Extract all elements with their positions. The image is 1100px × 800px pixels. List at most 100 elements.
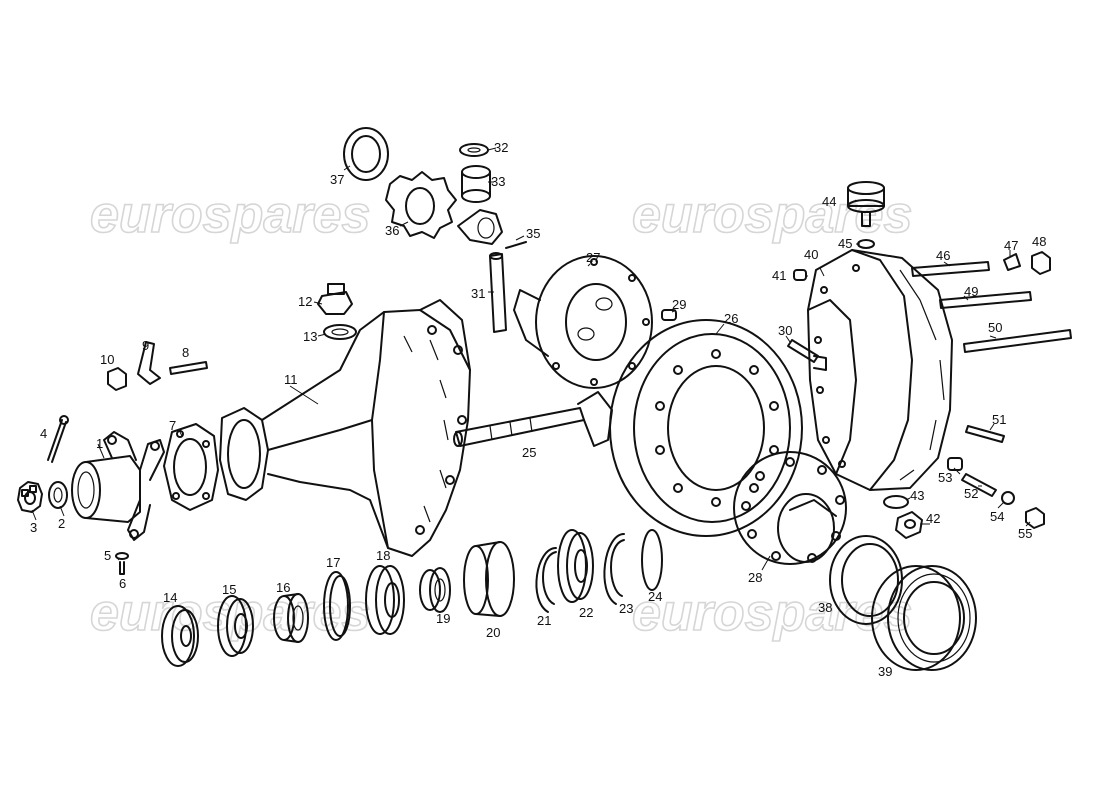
seal-drawing [343,127,389,181]
part-label-42: 42 [926,511,940,526]
part-drawings [17,127,1072,671]
circlip-21-drawing [535,547,557,613]
tab-washer-drawing [137,341,161,385]
part-label-39: 39 [878,664,892,679]
part-label-17: 17 [326,555,340,570]
nut-drawing [107,367,127,391]
part-label-28: 28 [748,570,762,585]
race-19-drawing [419,567,451,613]
stud-46-drawing [911,261,990,277]
small-bush-drawing [793,269,807,281]
stud-50-drawing [963,329,1072,353]
watermark: eurospares [90,186,370,244]
part-label-55: 55 [1018,526,1032,541]
part-label-5: 5 [104,548,111,563]
part-label-4: 4 [40,426,47,441]
part-label-31: 31 [471,286,485,301]
shim-drawing [641,529,663,591]
part-label-9: 9 [142,338,149,353]
washer-54-drawing [1001,491,1015,505]
drain-plug-drawing [895,511,923,539]
part-label-49: 49 [964,284,978,299]
part-label-43: 43 [910,488,924,503]
bolt-30-drawing [787,339,827,371]
ring-17-drawing [323,571,351,641]
split-pin-drawing [47,419,67,463]
nut-55-drawing [1025,507,1045,529]
ring-gear-drawing [609,319,803,537]
drain-washer-drawing [883,495,909,509]
stud-49-drawing [939,291,1032,309]
part-label-12: 12 [298,294,312,309]
part-labels: 1 2 3 4 5 6 7 8 9 10 11 12 13 14 15 16 1… [30,140,1046,679]
axle-housing-drawing [219,299,471,557]
bearing-18-drawing [365,565,405,635]
part-label-47: 47 [1004,238,1018,253]
watermark: eurospares [632,584,912,642]
part-label-2: 2 [58,516,65,531]
part-label-8: 8 [182,345,189,360]
part-label-25: 25 [522,445,536,460]
hub-arm-drawing [71,431,165,541]
part-label-21: 21 [537,613,551,628]
bearing-22-drawing [557,529,594,603]
plug-washer-drawing [323,324,357,340]
part-label-41: 41 [772,268,786,283]
stud-drawing [169,361,208,375]
washer-drawing [48,481,68,509]
part-label-36: 36 [385,223,399,238]
differential-carrier-cover-drawing [807,249,953,491]
part-label-33: 33 [491,174,505,189]
part-label-11: 11 [284,372,298,387]
sleeve-drawing [273,593,309,643]
part-label-40: 40 [804,247,818,262]
circlip-23-drawing [603,533,625,605]
part-label-22: 22 [579,605,593,620]
part-label-10: 10 [100,352,114,367]
bearing-15-drawing [217,595,254,657]
part-label-45: 45 [838,236,852,251]
part-label-27: 27 [586,250,600,265]
part-label-6: 6 [119,576,126,591]
part-label-37: 37 [330,172,344,187]
small-washer-drawing [115,552,129,560]
flange-gasket-drawing [163,423,219,511]
pinion-shaft-drawing [453,391,613,447]
carrier-flange-drawing [733,451,847,565]
part-label-20: 20 [486,625,500,640]
part-label-38: 38 [818,600,832,615]
part-label-3: 3 [30,520,37,535]
castle-nut-drawing [17,481,43,513]
differential-case-drawing [513,255,653,389]
part-label-24: 24 [648,589,662,604]
cup-20-drawing [463,541,515,617]
part-label-14: 14 [163,590,177,605]
part-label-32: 32 [494,140,508,155]
breather-drawing [847,181,885,227]
filler-plug-drawing [317,283,353,315]
thrust-washer-drawing [459,143,489,157]
part-label-53: 53 [938,470,952,485]
nut-48-drawing [1031,251,1051,275]
part-label-54: 54 [990,509,1004,524]
leader-lines [31,147,1031,571]
watermark: eurospares [632,186,912,244]
pin-51-drawing [965,425,1005,443]
part-label-18: 18 [376,548,390,563]
pin-52-drawing [961,473,997,497]
part-label-48: 48 [1032,234,1046,249]
small-screw-drawing [119,561,125,575]
part-label-23: 23 [619,601,633,616]
dowel-pin-drawing [661,309,677,321]
lock-pin-drawing [505,241,527,249]
part-label-7: 7 [169,418,176,433]
bevel-gears-drawing [385,171,503,245]
part-label-16: 16 [276,580,290,595]
bush-drawing [461,165,491,203]
part-label-51: 51 [992,412,1006,427]
part-label-15: 15 [222,582,236,597]
bearing-14-drawing [161,605,199,667]
part-label-44: 44 [822,194,836,209]
part-label-26: 26 [724,311,738,326]
bush-53-drawing [947,457,963,471]
